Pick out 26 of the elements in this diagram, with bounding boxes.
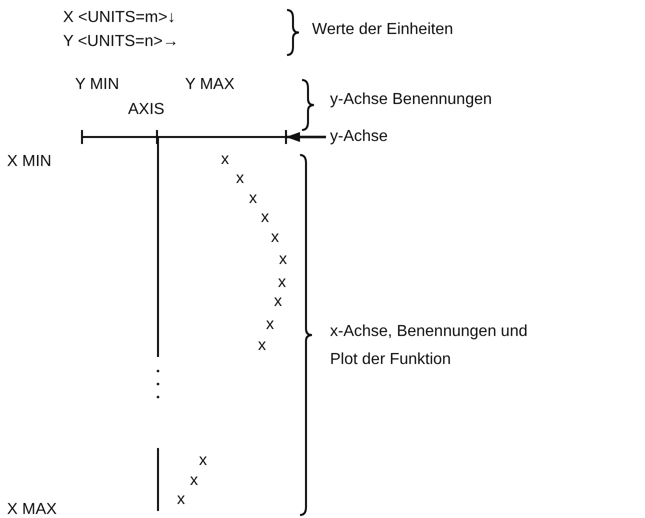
caption-text: y-Achse Benennungen <box>330 90 492 110</box>
plot-mark: x <box>190 471 198 491</box>
y-axis-line <box>81 130 287 144</box>
axis-label: AXIS <box>128 100 164 120</box>
plot-mark: x <box>271 228 279 248</box>
caption-text: Werte der Einheiten <box>312 20 454 40</box>
plot-mark: x <box>279 250 287 270</box>
units-line: X <UNITS=m>↓ <box>63 8 176 28</box>
plot-mark: x <box>249 189 257 209</box>
axis-label: Y MIN <box>75 75 120 95</box>
plot-mark: x <box>236 169 244 189</box>
arrow <box>286 132 326 142</box>
plot-mark: x <box>221 150 229 170</box>
caption-text: x-Achse, Benennungen und Plot der Funktion <box>330 322 528 370</box>
axis-label: X MIN <box>7 152 52 172</box>
plot-mark: x <box>261 208 269 228</box>
plot-mark: x <box>266 315 274 335</box>
axis-label: Y MAX <box>185 75 234 95</box>
units-line: Y <UNITS=n>→ <box>63 32 179 52</box>
axis-caption: y-Achse <box>330 127 388 147</box>
plot-mark: x <box>177 490 185 510</box>
plot-mark: x <box>278 273 286 293</box>
plot-mark: x <box>258 336 266 356</box>
plot-mark: x <box>199 451 207 471</box>
axis-label: X MAX <box>7 500 57 518</box>
plot-mark: x <box>274 292 282 312</box>
